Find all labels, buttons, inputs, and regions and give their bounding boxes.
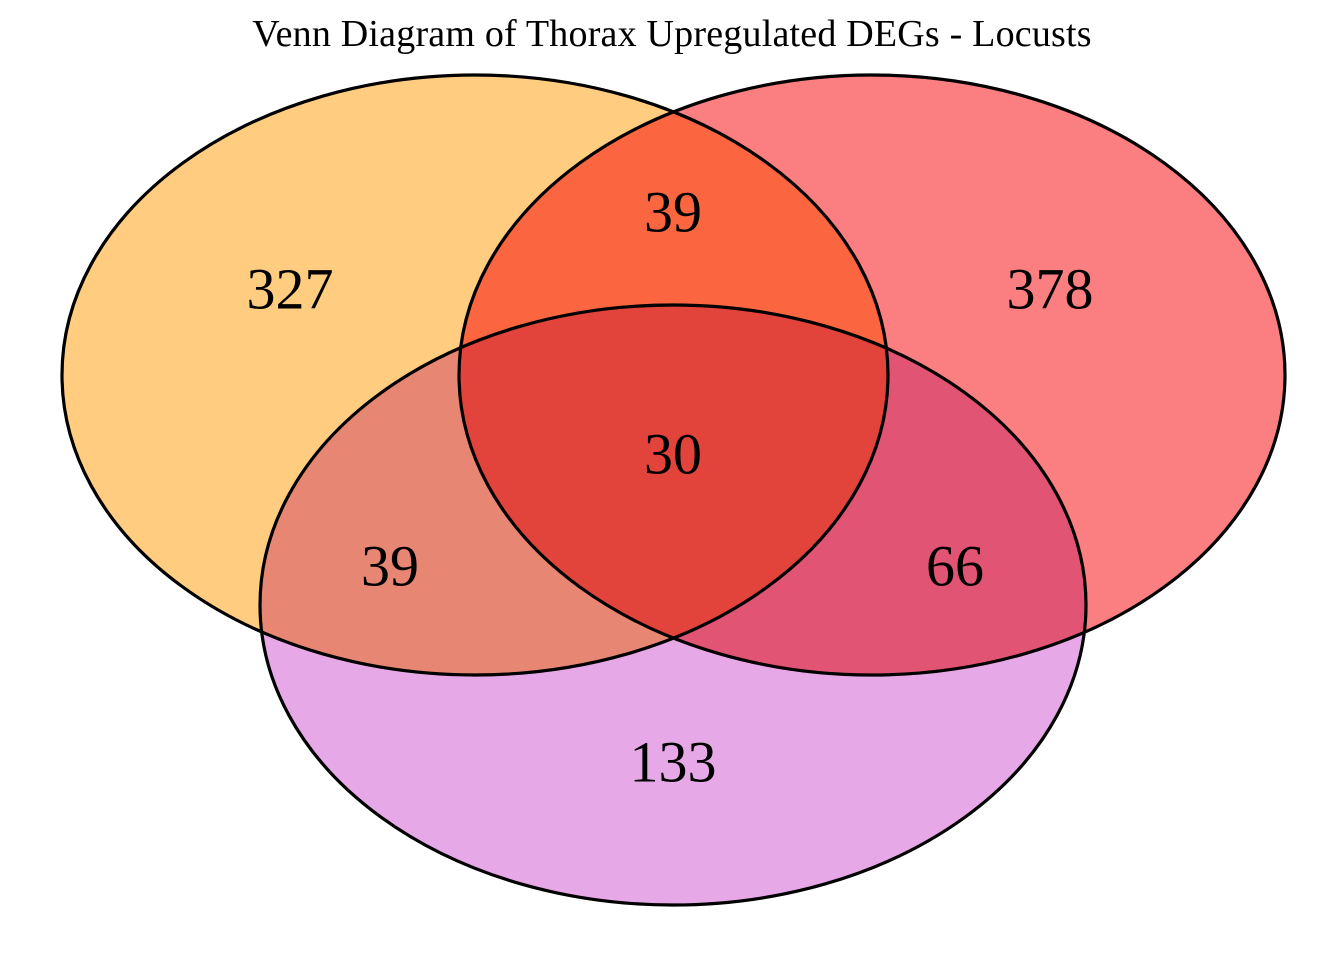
venn-label-right-bottom-overlap: 66 — [926, 533, 984, 598]
venn-label-right-only: 378 — [1007, 256, 1094, 321]
chart-title: Venn Diagram of Thorax Upregulated DEGs … — [252, 13, 1092, 55]
venn-label-left-only: 327 — [247, 256, 334, 321]
venn-ellipse-outline-bottom — [258, 303, 1088, 907]
venn-ellipse-outline-left — [60, 73, 890, 677]
venn-label-triple-overlap: 30 — [644, 421, 702, 486]
venn-region-labels: 327 378 39 39 66 30 133 — [247, 179, 1094, 794]
venn-label-left-bottom-overlap: 39 — [361, 533, 419, 598]
venn-ellipse-outline-right — [457, 73, 1287, 677]
venn-label-bottom-only: 133 — [630, 729, 717, 794]
venn-fills — [62, 75, 1285, 905]
venn-label-left-right-overlap: 39 — [644, 179, 702, 244]
venn-outlines — [60, 73, 1287, 907]
venn-ellipse-fill-bottom — [260, 305, 1086, 905]
